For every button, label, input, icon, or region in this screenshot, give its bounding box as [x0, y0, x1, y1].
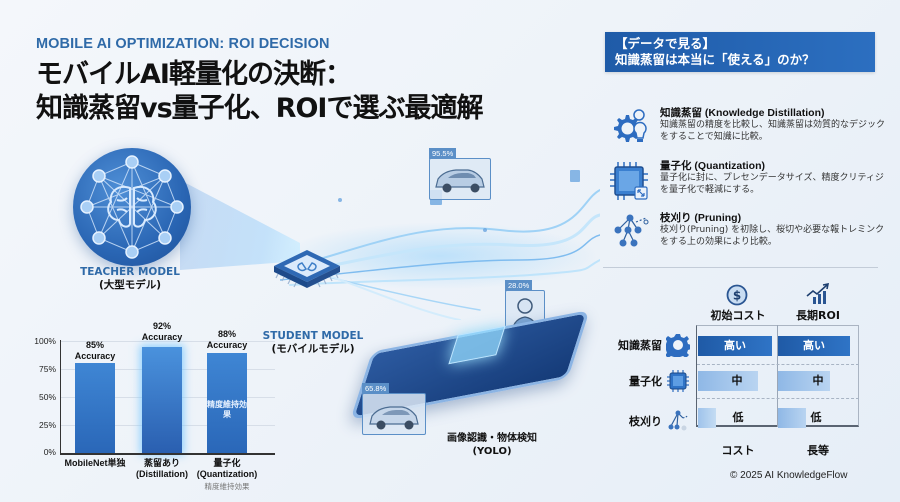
student-label-en: STUDENT MODEL — [262, 330, 364, 342]
method-description: 量子化に封に、プレセンデータサイズ、精度クリティジを量子化で軽減にする。 — [660, 173, 884, 195]
title-line-2: 知識蒸留vs量子化、ROIで選ぶ最適解 — [36, 93, 483, 124]
row-label-pruning: 枝刈り — [629, 415, 662, 428]
method-title: 枝刈り (Pruning) — [660, 212, 742, 224]
student-model-label: STUDENT MODEL (モバイルモデル) — [258, 330, 368, 356]
y-tick-100: 100% — [34, 336, 56, 346]
method-distillation: 知識蒸留 (Knowledge Distillation) 知識蒸留の精度を比較… — [608, 105, 888, 155]
cost-bar-mid — [698, 371, 758, 391]
roi-table-column-divider — [777, 325, 778, 427]
student-chip-icon — [272, 248, 342, 292]
cell-pruning-roi: 低 — [810, 411, 822, 424]
method-quantization: 量子化 (Quantization) 量子化に封に、プレセンデータサイズ、精度ク… — [608, 158, 888, 208]
growth-chart-icon — [806, 282, 830, 305]
panel-header-line-2: 知識蒸留は本当に「使える」のか？ — [615, 52, 815, 67]
cost-bar-low — [698, 408, 716, 428]
bar-inner-annotation: 精度維持効果 — [207, 400, 247, 419]
column-footer-roi: 長等 — [807, 444, 829, 457]
panel-header: 【データで見る】 知識蒸留は本当に「使える」のか？ — [605, 32, 875, 72]
tree-scissors-icon — [608, 212, 650, 254]
confidence-tag: 28.0% — [505, 280, 533, 291]
cell-quantization-cost: 中 — [731, 374, 743, 387]
gear-icon — [663, 333, 691, 360]
bar-label-quantization: 88% Accuracy — [192, 329, 262, 351]
bar-label-distillation: 92% Accuracy — [127, 321, 197, 343]
method-description: 枝刈り(Pruning) を初除し、桜切や必要な報トレミンクをする上の効果により… — [660, 225, 885, 247]
cell-pruning-cost: 低 — [732, 411, 744, 424]
gridline-100 — [60, 341, 275, 342]
tree-icon — [666, 409, 690, 433]
bar-quantization — [207, 353, 247, 453]
bar-label-text: Accuracy — [74, 351, 116, 361]
x-label-quantization: 量子化 (Quantization) — [182, 458, 272, 480]
column-footer-cost: コスト — [721, 444, 755, 457]
bar-label-pct: 92% — [152, 321, 171, 331]
confidence-tag: 65.8% — [362, 383, 390, 394]
data-flow-streams — [278, 160, 602, 321]
bar-label-text: Accuracy — [141, 332, 183, 342]
roi-bar-mid — [778, 371, 830, 391]
dollar-coin-icon: $ — [726, 284, 748, 306]
row-label-quantization: 量子化 — [629, 375, 662, 388]
confidence-tag: 95.5% — [429, 148, 457, 159]
page-title: モバイルAI軽量化の決断： 知識蒸留vs量子化、ROIで選ぶ最適解 — [36, 58, 483, 126]
detection-box-car-top: 95.5% — [429, 148, 491, 200]
phone-caption-line-2: (YOLO) — [472, 446, 512, 457]
student-label-jp: (モバイルモデル) — [271, 343, 355, 355]
teacher-label-en: TEACHER MODEL — [80, 266, 180, 278]
x-label-line1: 蒸留あり — [143, 458, 180, 468]
cell-distillation-roi: 高い — [803, 339, 825, 352]
method-title: 知識蒸留 (Knowledge Distillation) — [660, 107, 825, 119]
row-separator — [697, 364, 859, 365]
roi-bar-high — [778, 336, 850, 356]
bar-label-pct: 88% — [217, 329, 236, 339]
phone-caption: 画像認識・物体検知 (YOLO) — [432, 432, 552, 458]
bar-label-mobilenet: 85% Accuracy — [60, 340, 130, 362]
detection-box-car-bottom: 65.8% — [362, 383, 426, 435]
bar-mobilenet — [75, 363, 115, 453]
teacher-label-jp: (大型モデル) — [98, 279, 162, 291]
method-description: 知識蒸留の精度を比較し、知識蒸留は効質的なデジックをすることで知識に比較。 — [660, 120, 886, 142]
subtitle: MOBILE AI OPTIMIZATION: ROI DECISION — [36, 36, 330, 52]
x-label-line1: 量子化 — [213, 458, 241, 468]
x-label-line2: (Quantization) — [196, 469, 258, 479]
bar-distillation — [142, 347, 182, 453]
copyright: © 2025 AI KnowledgeFlow — [730, 470, 848, 481]
teacher-model-label: TEACHER MODEL (大型モデル) — [50, 266, 210, 292]
title-line-1: モバイルAI軽量化の決断： — [36, 59, 352, 90]
cost-bar-high — [698, 336, 772, 356]
cell-quantization-roi: 中 — [812, 374, 824, 387]
accuracy-bar-chart: 100% 75% 50% 25% 0% 精度維持効果 85% Accuracy … — [20, 320, 280, 502]
car-icon — [369, 406, 419, 430]
bar-label-pct: 85% — [85, 340, 104, 350]
svg-text:$: $ — [733, 289, 741, 303]
row-label-distillation: 知識蒸留 — [618, 339, 662, 352]
row-separator — [697, 398, 859, 399]
phone-caption-line-1: 画像認識・物体検知 — [447, 433, 537, 444]
bar-label-text: Accuracy — [206, 340, 248, 350]
method-pruning: 枝刈り (Pruning) 枝刈り(Pruning) を初除し、桜切や必要な報ト… — [608, 210, 888, 260]
car-icon — [435, 169, 485, 193]
x-label-line2: (Distillation) — [136, 469, 188, 479]
teacher-brain-network-icon — [73, 148, 191, 266]
y-tick-0: 0% — [43, 447, 56, 457]
x-label-distillation: 蒸留あり (Distillation) — [117, 458, 207, 480]
y-tick-75: 75% — [38, 364, 56, 374]
chip-icon — [608, 160, 650, 202]
roi-bar-low — [778, 408, 806, 428]
y-tick-50: 50% — [38, 392, 56, 402]
cell-distillation-cost: 高い — [724, 339, 746, 352]
chip-icon — [666, 369, 690, 393]
y-tick-25: 25% — [38, 420, 56, 430]
panel-divider — [603, 267, 878, 268]
x-note: 精度維持効果 — [204, 482, 250, 491]
method-title: 量子化 (Quantization) — [660, 160, 765, 172]
y-axis — [60, 340, 61, 453]
x-label-mobilenet: MobileNet単独 — [50, 458, 140, 469]
x-axis — [60, 453, 275, 455]
column-header-roi: 長期ROI — [796, 309, 840, 322]
column-header-cost: 初始コスト — [710, 309, 766, 322]
panel-header-line-1: 【データで見る】 — [615, 36, 716, 51]
x-label-line1: MobileNet単独 — [64, 458, 126, 468]
gear-bulb-icon — [608, 107, 650, 149]
